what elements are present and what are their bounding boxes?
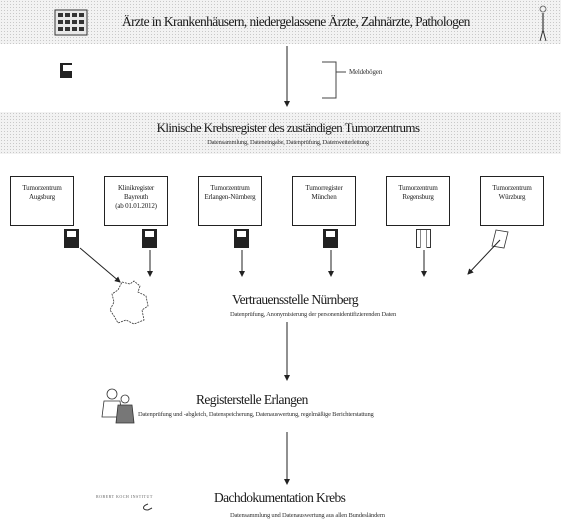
floppy-disk-icon [323,229,338,248]
vertrauensstelle-title: Vertrauensstelle Nürnberg [231,292,359,307]
bavaria-map-icon [108,280,152,326]
floppy-disk-icon [234,229,249,248]
floppy-disk-icon [60,63,72,78]
top-title: Ärzte in Krankenhäusern, niedergelassene… [122,14,470,29]
rki-logo-text: ROBERT KOCH INSTITUT [96,494,153,499]
paper-form-icon [416,229,431,248]
person-icon [536,4,550,42]
forms-icon [318,58,350,102]
paper-form-icon [490,229,510,249]
registerstelle-title: Registerstelle Erlangen [196,392,308,407]
klinisch-band [0,112,561,154]
dachdoku-subtitle: Datensammlung und Datenauswertung aus al… [230,512,385,519]
meldebogen-label: Meldebögen [349,68,382,76]
arrow-augsburg [79,247,121,283]
floppy-disk-icon [64,229,79,248]
arrow-wuerzburg [467,239,501,275]
top-band [0,0,561,44]
people-icon [98,387,138,429]
klinisch-title: Klinische Krebsregister des zuständigen … [156,120,420,135]
hospital-icon [54,8,88,36]
registerstelle-subtitle: Datenprüfung und -abgleich, Datenspeiche… [138,411,374,418]
klinisch-subtitle: Datensammlung, Dateneingabe, Datenprüfun… [207,139,369,146]
floppy-disk-icon [142,229,157,248]
rki-logo: ROBERT KOCH INSTITUT [96,494,176,516]
vertrauensstelle-subtitle: Datenprüfung, Anonymisierung der persone… [229,311,397,318]
dachdoku-title: Dachdokumentation Krebs [214,490,346,505]
